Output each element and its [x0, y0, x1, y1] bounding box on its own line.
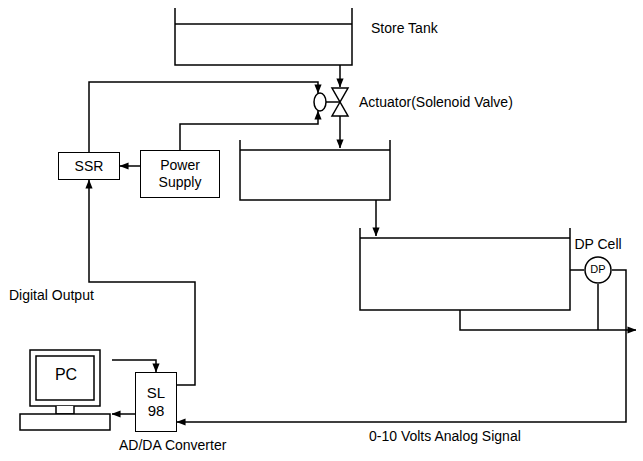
middle-tank: [240, 140, 390, 200]
node-label: PC: [20, 365, 112, 384]
monitor-stand: [56, 406, 74, 414]
actuator-label: Actuator(Solenoid Valve): [358, 94, 514, 111]
node-label: DP: [590, 263, 605, 276]
signal-label: 0-10 Volts Analog Signal: [368, 428, 522, 445]
power-wire: [180, 111, 318, 150]
pressure-tap: [597, 284, 599, 330]
computer: PC: [20, 350, 112, 432]
outlet-pipe: [460, 310, 636, 330]
digital-output-connector: [89, 180, 195, 385]
data-connector: [112, 413, 135, 415]
store-tank: [175, 8, 352, 65]
dp-circle: [585, 257, 611, 283]
signal-label: Digital Output: [8, 287, 95, 304]
liquid-level: [240, 149, 390, 151]
node-label: SSR: [75, 158, 104, 175]
solenoid-coil: [314, 93, 326, 111]
node-heading: DP Cell: [574, 236, 621, 253]
pipe: [375, 200, 377, 236]
data-connector: [112, 360, 156, 372]
relay-box: SSR: [58, 152, 120, 180]
converter-box: SL 98: [135, 372, 177, 432]
analog-signal-connector: [177, 270, 626, 422]
relay-wire: [89, 82, 318, 152]
actuator-stem: [326, 101, 340, 103]
dp-cell: DP CellDP: [584, 256, 612, 284]
liquid-level: [175, 23, 352, 25]
node-label: Power Supply: [149, 157, 211, 191]
pressure-tap: [570, 269, 584, 271]
computer-outline: [20, 350, 112, 432]
node-label: SL 98: [143, 384, 169, 420]
pipe: [339, 116, 341, 148]
power-supply-box: Power Supply: [140, 150, 220, 198]
power-connector: [120, 165, 140, 167]
computer-base: [20, 414, 110, 430]
tank-label: Store Tank: [370, 20, 439, 37]
bottom-tank: [360, 228, 570, 310]
converter-label: AD/DA Converter: [118, 437, 227, 454]
liquid-level: [360, 237, 570, 239]
pipe: [339, 65, 341, 87]
